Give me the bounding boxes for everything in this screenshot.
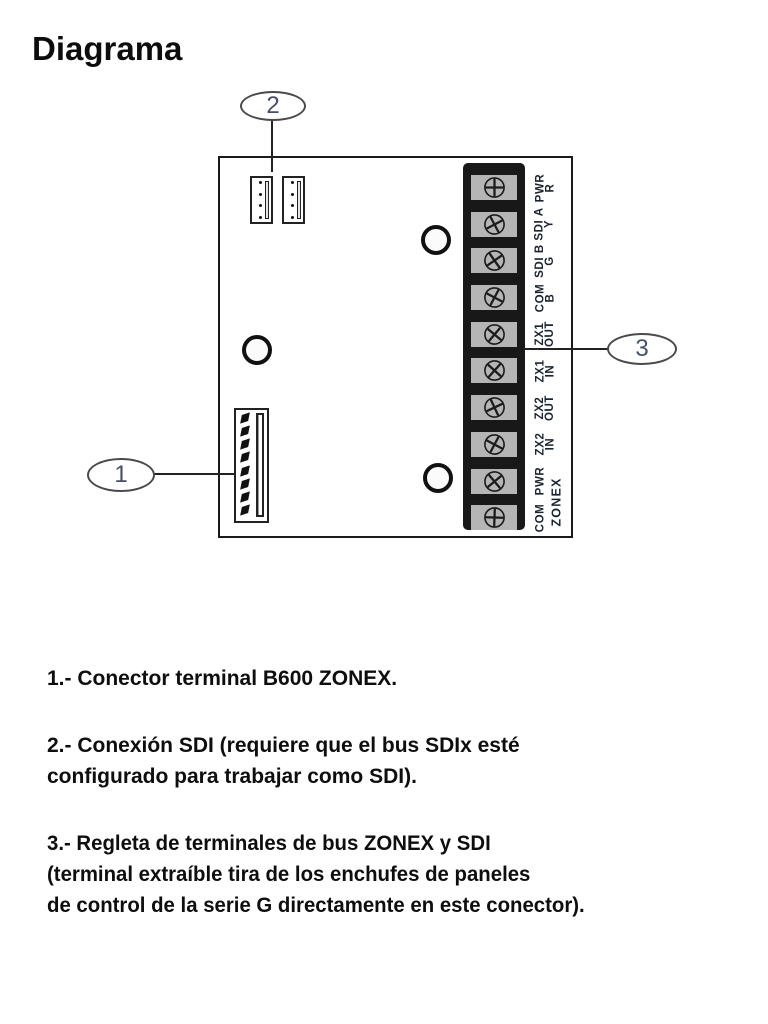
terminal-strip	[463, 163, 525, 531]
screw-icon	[483, 213, 505, 235]
screw-icon	[483, 323, 505, 345]
screw-terminal	[471, 468, 517, 494]
connector-pins	[240, 412, 251, 516]
callout-line-1	[154, 473, 236, 475]
screw-terminal	[471, 395, 517, 421]
terminal-sub: IN	[544, 437, 556, 451]
zonex-terminal-connector	[234, 408, 269, 523]
sdi-connector-1	[250, 176, 273, 224]
terminal-label: ZX2 OUT	[528, 394, 562, 421]
connector-latch	[265, 181, 269, 219]
screw-terminal	[471, 505, 517, 531]
circuit-board: PWR R SDI A Y SDI B G COM B	[218, 156, 573, 538]
screw-terminal	[471, 248, 517, 274]
note-3-line-1: 3.- Regleta de terminales de bus ZONEX y…	[47, 832, 491, 855]
terminal-sub: IN	[544, 364, 556, 378]
screw-icon	[483, 250, 505, 272]
terminal-label: ZX2 IN	[528, 432, 562, 457]
callout-1-number: 1	[114, 461, 128, 488]
zonex-group-label: ZONEX	[550, 477, 564, 527]
screw-terminal	[471, 431, 517, 457]
callout-2-bubble: 2	[240, 91, 306, 121]
terminal-label: SDI B G	[528, 244, 562, 278]
notes-block: 1.- Conector terminal B600 ZONEX. 2.- Co…	[47, 663, 727, 957]
connector-slot	[256, 413, 264, 517]
connector-latch	[297, 181, 301, 219]
callout-2-number: 2	[266, 92, 280, 119]
mounting-hole-top	[421, 225, 451, 255]
page-title: Diagrama	[32, 30, 183, 67]
callout-1-bubble: 1	[87, 458, 155, 492]
note-2-line-1: 2.- Conexión SDI (requiere que el bus SD…	[47, 734, 520, 757]
pin-dots	[256, 181, 264, 219]
terminal-label: ZX1 IN	[528, 358, 562, 383]
screw-icon	[483, 360, 505, 382]
terminal-sub: B	[543, 293, 556, 303]
terminal-sub: Y	[544, 220, 556, 229]
pin-dots	[288, 181, 296, 219]
note-item-1: 1.- Conector terminal B600 ZONEX.	[47, 663, 727, 694]
screw-terminal	[471, 321, 517, 347]
note-3-line-3: de control de la serie G directamente en…	[47, 894, 585, 917]
note-item-2: 2.- Conexión SDI (requiere que el bus SD…	[47, 730, 727, 792]
terminal-sub: OUT	[543, 394, 556, 421]
callout-line-3	[524, 348, 608, 350]
callout-3-bubble: 3	[607, 333, 677, 365]
screw-icon	[483, 507, 505, 529]
screw-icon	[483, 287, 505, 308]
screw-icon	[483, 433, 505, 455]
terminal-sub: OUT	[543, 321, 556, 348]
terminal-sub: R	[543, 183, 556, 192]
screw-terminal	[471, 285, 517, 311]
note-1-line-1: 1.- Conector terminal B600 ZONEX.	[47, 667, 398, 690]
screw-icon	[483, 397, 505, 419]
terminal-label: ZX1 OUT	[528, 321, 562, 348]
callout-3-number: 3	[635, 335, 649, 362]
note-2-line-2: configurado para trabajar como SDI).	[47, 765, 417, 788]
screw-icon	[483, 470, 505, 492]
mounting-hole-left	[242, 335, 272, 365]
terminal-label: SDI A Y	[528, 208, 562, 241]
screw-icon	[483, 177, 505, 198]
terminal-label: COM B	[528, 283, 562, 312]
terminal-label: PWR R	[528, 173, 562, 202]
terminal-sub: G	[543, 256, 556, 266]
screw-terminal	[471, 211, 517, 237]
note-3-line-2: (terminal extraíble tira de los enchufes…	[47, 863, 531, 886]
mounting-hole-bottom	[423, 463, 453, 493]
note-item-3: 3.- Regleta de terminales de bus ZONEX y…	[47, 828, 707, 921]
screw-terminal	[471, 175, 517, 200]
callout-line-2	[271, 119, 273, 172]
sdi-connector-2	[282, 176, 305, 224]
screw-terminal	[471, 358, 517, 384]
